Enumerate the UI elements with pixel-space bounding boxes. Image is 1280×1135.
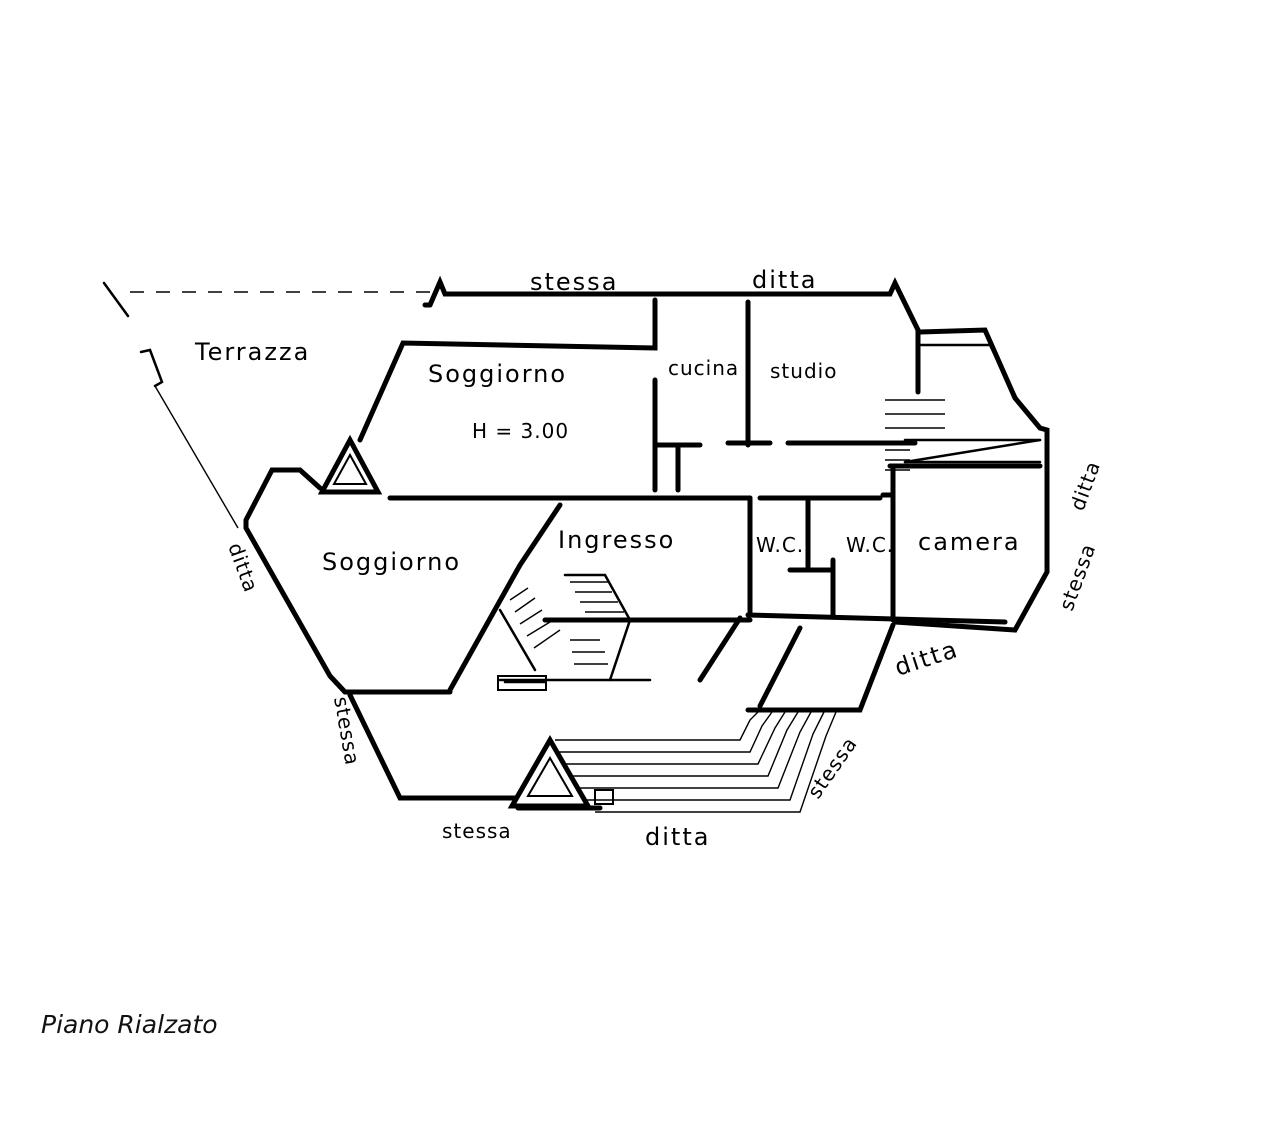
- interior-walls: [387, 299, 945, 813]
- room-label-cucina: cucina: [668, 356, 739, 380]
- neighbor-label-left-stessa: stessa: [329, 695, 365, 768]
- neighbor-label-right-ditta: ditta: [1065, 457, 1105, 513]
- neighbor-label-top-stessa: stessa: [530, 268, 618, 296]
- room-label-terrazza: Terrazza: [194, 338, 310, 366]
- room-label-camera: camera: [918, 528, 1021, 556]
- room-label-wc-left: W.C.: [756, 533, 804, 557]
- room-label-soggiorno-upper: Soggiorno: [428, 360, 567, 388]
- pillars: [317, 434, 614, 809]
- terrace-outline: [102, 281, 430, 529]
- height-note: H = 3.00: [472, 419, 569, 443]
- room-label-studio: studio: [770, 359, 837, 383]
- floor-caption: Piano Rialzato: [41, 1010, 218, 1039]
- room-label-ingresso: Ingresso: [558, 526, 675, 554]
- neighbor-label-bottom-ditta: ditta: [645, 823, 710, 851]
- room-label-wc-right: W.C.: [846, 533, 894, 557]
- neighbor-label-lower-right-stessa: stessa: [802, 732, 862, 803]
- outer-walls: [243, 275, 1050, 801]
- room-label-soggiorno-lower: Soggiorno: [322, 548, 461, 576]
- neighbor-label-bottom-stessa: stessa: [442, 819, 512, 843]
- neighbor-label-right-stessa: stessa: [1054, 540, 1100, 614]
- neighbor-label-mid-right-ditta: ditta: [891, 635, 962, 682]
- neighbor-label-top-ditta: ditta: [752, 266, 817, 294]
